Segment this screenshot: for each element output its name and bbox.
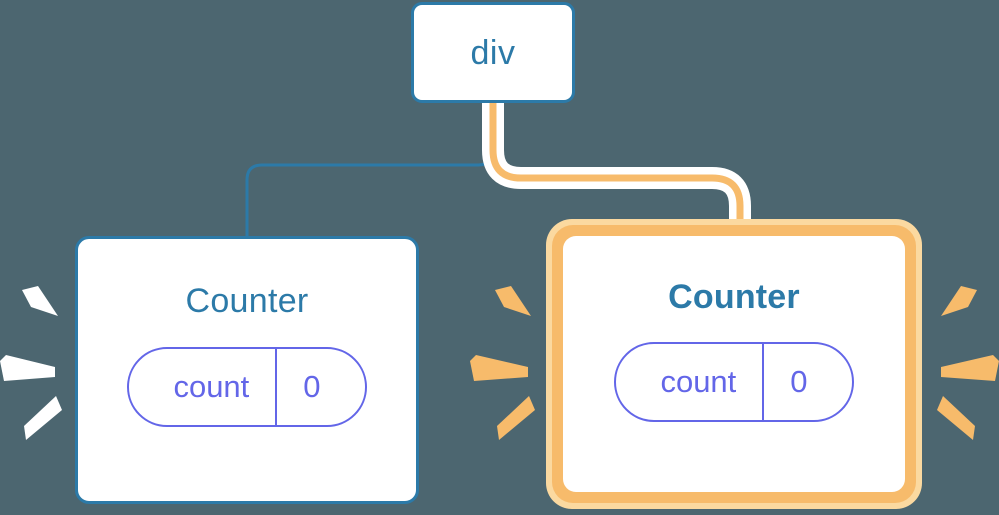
edge-root-to-counter-left — [245, 103, 495, 238]
node-counter-left[interactable]: Counter count 0 — [75, 236, 419, 504]
node-counter-left-label: Counter — [185, 282, 309, 320]
node-div-label: div — [470, 33, 516, 72]
node-counter-right-highlight-ring: Counter count 0 — [552, 225, 916, 503]
state-value: 0 — [762, 344, 851, 420]
state-pill-wrapper: count 0 — [127, 347, 367, 427]
edge-root-to-counter-right-halo — [482, 103, 751, 236]
node-counter-right-highlight-glow: Counter count 0 — [546, 219, 922, 509]
edge-root-to-counter-right — [489, 103, 744, 236]
state-pill-right[interactable]: count 0 — [614, 342, 854, 422]
state-pill-wrapper: count 0 — [614, 342, 854, 422]
state-value: 0 — [275, 349, 364, 425]
state-name: count — [173, 369, 250, 404]
state-name: count — [660, 364, 737, 399]
node-div[interactable]: div — [411, 2, 575, 103]
node-counter-right[interactable]: Counter count 0 — [563, 236, 905, 492]
node-counter-right-label: Counter — [668, 278, 800, 316]
state-pill-left[interactable]: count 0 — [127, 347, 367, 427]
